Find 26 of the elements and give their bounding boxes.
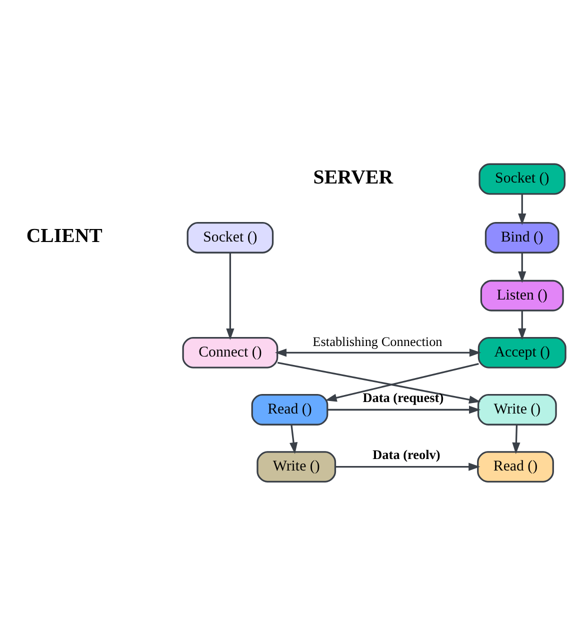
node-box: Write () (477, 394, 557, 425)
arrow (290, 424, 298, 454)
arrow (518, 193, 526, 225)
node-box: Read () (251, 394, 328, 425)
arrow (325, 362, 479, 402)
label: SERVER (313, 166, 394, 188)
node-box: Socket () (186, 222, 274, 253)
edge-label: Data (request) (362, 390, 444, 405)
arrow (226, 252, 234, 340)
arrow (274, 348, 482, 356)
arrow (518, 310, 526, 340)
arrow (512, 424, 520, 454)
node-box: Listen () (480, 279, 564, 311)
node-box: Connect () (182, 336, 278, 368)
label: CLIENT (26, 224, 102, 247)
node-box: Bind () (484, 222, 560, 253)
edge-label: Data (reolv) (372, 446, 440, 462)
node-box: Accept () (478, 336, 566, 368)
arrow (335, 462, 480, 470)
arrow (328, 405, 481, 414)
arrow (518, 252, 526, 282)
node-box: Write () (256, 450, 336, 482)
edge-label: Establishing Connection (312, 333, 442, 348)
arrow (277, 361, 481, 404)
node-box: Socket () (478, 162, 566, 194)
node-box: Read () (477, 450, 554, 482)
